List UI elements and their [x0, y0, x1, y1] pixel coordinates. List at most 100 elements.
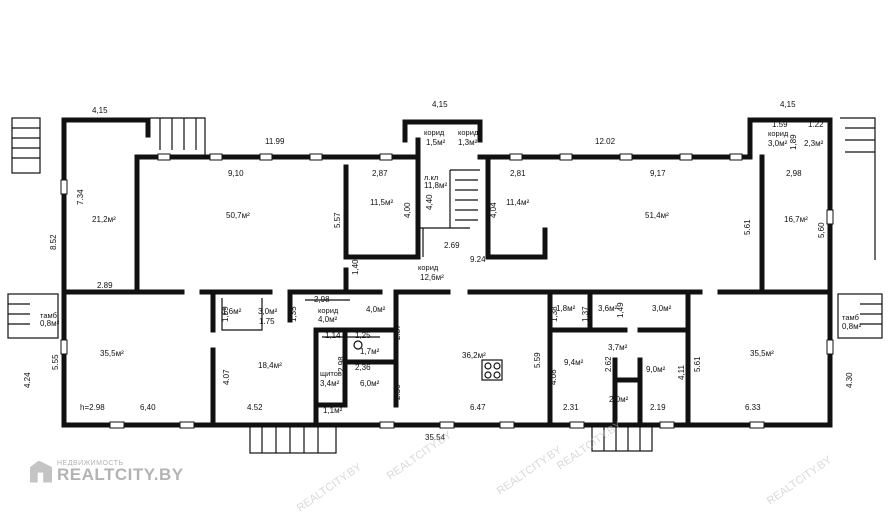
svg-text:1,25: 1,25	[355, 331, 371, 340]
svg-text:корид: корид	[418, 263, 439, 272]
room-area: 21,2м²	[92, 215, 116, 224]
room-area: 18,4м²	[258, 361, 282, 370]
svg-text:5.61: 5.61	[693, 356, 702, 372]
room-area: 12,6м²	[420, 273, 444, 282]
svg-text:корид: корид	[424, 128, 445, 137]
exterior-stairs	[7, 117, 883, 454]
room-area: 3,0м²	[258, 307, 278, 316]
room-area: 2,3м²	[804, 139, 824, 148]
svg-text:6,40: 6,40	[140, 403, 156, 412]
svg-text:тамб: тамб	[842, 313, 859, 322]
svg-text:9.24: 9.24	[470, 255, 486, 264]
dimensions: 4,15 4,15 4,15 11.99 12.02 7.34 8.52 35.…	[23, 100, 854, 442]
room-area: 16,7м²	[784, 215, 808, 224]
room-area: 2,0м²	[609, 395, 629, 404]
room-area: 1,1м²	[323, 406, 343, 415]
room-area: 11,5м²	[370, 198, 393, 207]
svg-text:2.69: 2.69	[444, 241, 460, 250]
room-area: 1,3м²	[458, 138, 478, 147]
svg-text:1,35: 1,35	[289, 306, 298, 322]
svg-text:1.22: 1.22	[808, 120, 824, 129]
dim-top-mid: 4,15	[432, 100, 448, 109]
room-area: 4,0м²	[366, 305, 386, 314]
room-areas: 21,2м² 50,7м² 11,5м² 11,8м² 11,4м² 51,4м…	[40, 138, 862, 415]
svg-text:4.07: 4.07	[222, 369, 231, 385]
svg-text:2.62: 2.62	[604, 356, 613, 372]
room-area: 6,0м²	[360, 379, 380, 388]
svg-text:4,00: 4,00	[403, 202, 412, 218]
svg-text:1,69: 1,69	[221, 306, 230, 322]
room-area: 1,7м²	[360, 347, 380, 356]
windows	[60, 153, 834, 429]
svg-text:1,49: 1,49	[616, 302, 625, 318]
svg-text:корид: корид	[458, 128, 479, 137]
room-area: 11,4м²	[506, 198, 529, 207]
room-area: 3,7м²	[608, 343, 628, 352]
dim-top-left: 4,15	[92, 106, 108, 115]
svg-text:4.08: 4.08	[549, 369, 558, 385]
svg-text:5.61: 5.61	[743, 219, 752, 235]
svg-text:2,81: 2,81	[510, 169, 526, 178]
svg-text:2.56: 2.56	[393, 384, 402, 400]
svg-text:4,40: 4,40	[425, 194, 434, 210]
svg-text:4.30: 4.30	[845, 372, 854, 388]
room-area: 9,4м²	[564, 358, 584, 367]
room-area: 1,8м²	[556, 304, 576, 313]
svg-text:5,60: 5,60	[817, 222, 826, 238]
room-area: 1,6м²	[222, 307, 242, 316]
svg-text:5.59: 5.59	[533, 352, 542, 368]
svg-text:REALTCITY.BY: REALTCITY.BY	[765, 454, 835, 508]
dim-outer-left: 11.99	[265, 137, 285, 146]
room-area: 11,8м²	[424, 181, 447, 190]
dim-left-col: 7.34	[76, 189, 85, 205]
svg-text:корид: корид	[318, 306, 339, 315]
svg-text:5.55: 5.55	[51, 354, 60, 370]
svg-text:REALTCITY.BY: REALTCITY.BY	[385, 429, 455, 483]
realtcity-logo: НЕДВИЖИМОСТЬ REALTCITY.BY	[30, 460, 184, 483]
svg-text:9,17: 9,17	[650, 169, 666, 178]
room-area: 3,0м²	[768, 139, 788, 148]
room-area: 3,6м²	[598, 304, 618, 313]
room-area: 51,4м²	[645, 211, 669, 220]
svg-text:2.87: 2.87	[393, 324, 402, 340]
svg-text:2.98: 2.98	[337, 356, 346, 372]
svg-text:2.19: 2.19	[650, 403, 666, 412]
svg-text:9,10: 9,10	[228, 169, 244, 178]
svg-text:1,89: 1,89	[789, 134, 798, 150]
watermarks: REALTCITY.BY REALTCITY.BY REALTCITY.BY R…	[295, 419, 835, 515]
interior-walls	[61, 154, 833, 428]
svg-text:л.кл: л.кл	[424, 173, 438, 182]
svg-text:щитов: щитов	[320, 369, 342, 378]
svg-text:6.47: 6.47	[470, 403, 486, 412]
svg-text:1,14: 1,14	[325, 331, 341, 340]
room-area: 35,5м²	[100, 349, 124, 358]
svg-text:6.33: 6.33	[745, 403, 761, 412]
dim-bottom-total: 35.54	[425, 433, 446, 442]
svg-text:2.89: 2.89	[97, 281, 113, 290]
room-area: 3,4м²	[320, 379, 340, 388]
svg-text:2,36: 2,36	[355, 363, 371, 372]
svg-text:тамб: тамб	[40, 311, 57, 320]
svg-text:4,11: 4,11	[677, 364, 686, 380]
svg-text:2.31: 2.31	[563, 403, 579, 412]
svg-text:1,37: 1,37	[581, 306, 590, 322]
room-area: 9,0м²	[646, 365, 666, 374]
svg-text:2,98: 2,98	[314, 295, 330, 304]
svg-text:1.75: 1.75	[259, 317, 275, 326]
logo-caption: НЕДВИЖИМОСТЬ	[57, 460, 124, 467]
svg-text:1,38: 1,38	[550, 306, 559, 322]
room-area: 50,7м²	[226, 211, 250, 220]
svg-text:4.52: 4.52	[247, 403, 263, 412]
room-area: 3,0м²	[652, 304, 672, 313]
svg-text:корид: корид	[768, 129, 789, 138]
dim-outer-right: 12.02	[595, 137, 616, 146]
room-labels: корид корид корид корид корид л.кл тамб …	[40, 128, 859, 378]
svg-text:4,04: 4,04	[489, 202, 498, 218]
room-area: 36,2м²	[462, 351, 486, 360]
dim-top-right: 4,15	[780, 100, 796, 109]
room-area: 1,5м²	[426, 138, 446, 147]
house-logo-icon	[30, 460, 52, 483]
svg-text:2,87: 2,87	[372, 169, 388, 178]
room-area: 0,8м²	[40, 319, 60, 328]
